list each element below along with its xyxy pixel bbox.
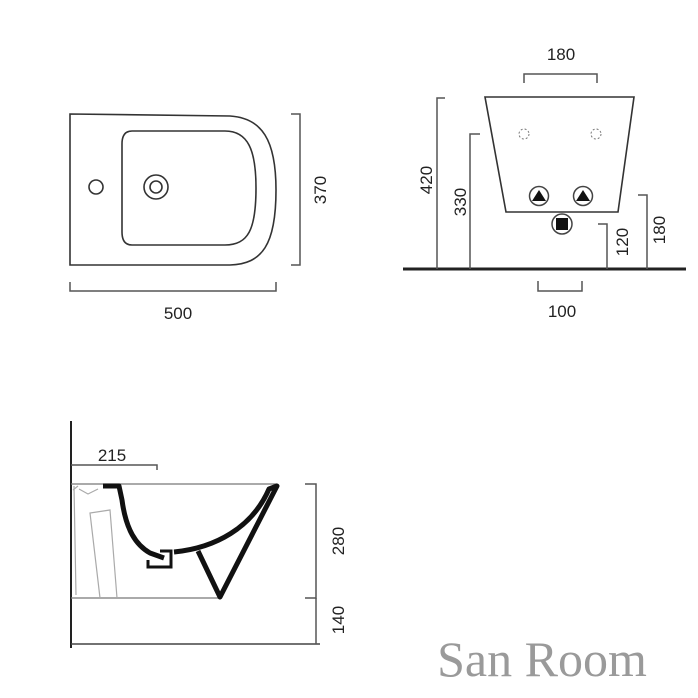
drain-height-dimension <box>598 223 608 269</box>
fixing-hole-right-icon <box>590 128 602 140</box>
total-height-dimension <box>436 97 445 269</box>
fixing-height-label: 330 <box>451 188 470 216</box>
total-height-label: 420 <box>417 166 436 194</box>
side-view: 215 280 140 <box>70 421 348 648</box>
basin-outline-top <box>121 130 257 246</box>
watermark: San Room <box>437 631 647 687</box>
tap-spacing-dimension <box>523 73 598 83</box>
bowl-height-label: 280 <box>329 527 348 555</box>
fixing-hole-left-icon <box>518 128 530 140</box>
supply-right-icon <box>572 185 594 207</box>
depth-dimension-line <box>291 113 301 266</box>
supply-left-icon <box>528 185 550 207</box>
drain-height-label: 120 <box>613 228 632 256</box>
drain-inner-icon <box>149 180 163 194</box>
width-dimension-line <box>69 282 277 292</box>
pedestal-outline <box>72 485 118 599</box>
drain-width-label: 100 <box>548 302 576 321</box>
drain-outlet-icon <box>551 213 573 235</box>
fixing-height-dimension <box>469 133 480 269</box>
supply-height-dimension <box>638 194 648 269</box>
tap-hole-icon <box>88 179 104 195</box>
front-view: 180 420 330 120 180 100 <box>403 45 686 321</box>
floor-clearance-label: 140 <box>329 606 348 634</box>
tap-spacing-label: 180 <box>547 45 575 64</box>
bowl-height-dimension <box>305 483 317 599</box>
waste-outlet <box>146 549 173 569</box>
top-view: 500 370 <box>69 113 330 323</box>
bowl-profile <box>103 483 280 600</box>
drain-offset-label: 215 <box>98 446 126 465</box>
supply-height-label: 180 <box>650 216 669 244</box>
drain-offset-dimension <box>71 464 158 470</box>
drain-width-dimension <box>537 281 583 292</box>
width-label: 500 <box>164 304 192 323</box>
bidet-outline-front <box>484 96 635 213</box>
depth-label: 370 <box>311 176 330 204</box>
